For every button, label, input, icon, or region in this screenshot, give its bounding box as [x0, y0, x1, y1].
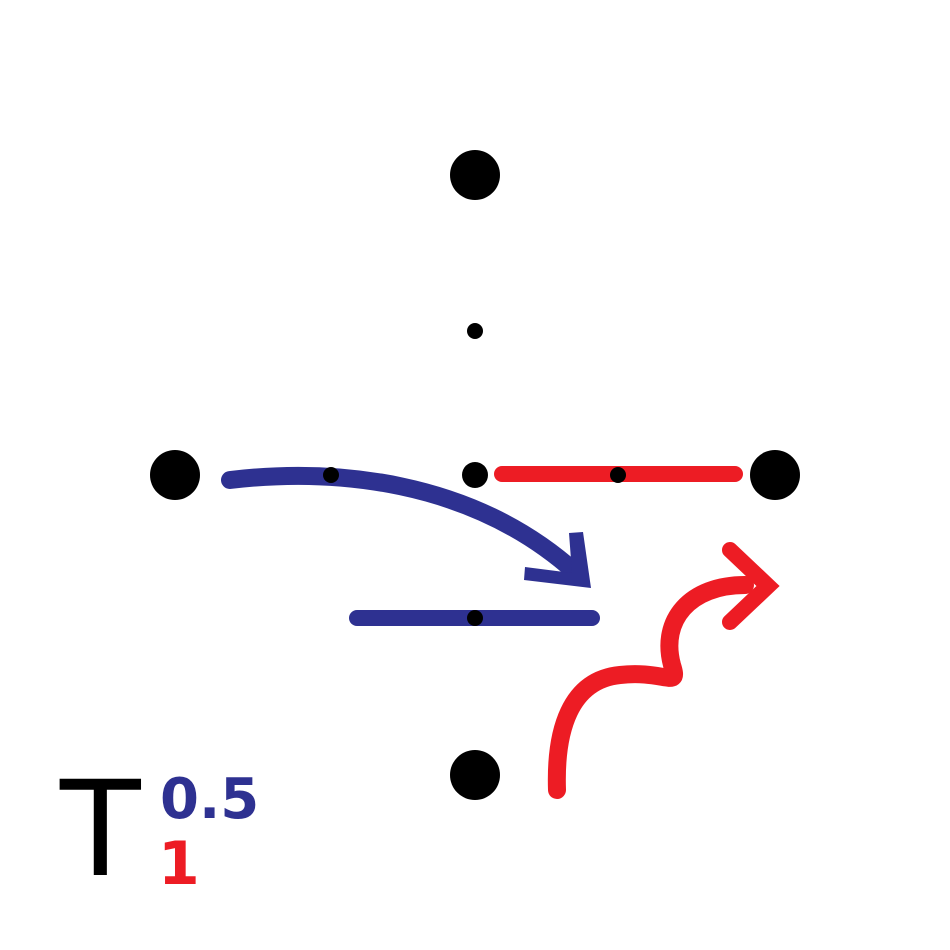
dot-right-mid	[610, 467, 626, 483]
curved-arrow-icon	[221, 466, 591, 588]
wavy-arrow-icon	[547, 542, 780, 799]
label-superscript: 0.5	[160, 767, 259, 832]
dot-bottom-mid	[467, 610, 483, 626]
dot-center-top	[467, 323, 483, 339]
operator-label: T 0.5 1	[59, 753, 259, 907]
dot-center	[462, 462, 488, 488]
lattice-point-bottom	[450, 750, 500, 800]
blue-arrow-shaft	[221, 466, 584, 581]
label-subscript: 1	[158, 829, 200, 899]
lattice-point-top	[450, 150, 500, 200]
label-symbol: T	[59, 753, 142, 907]
lattice-point-left	[150, 450, 200, 500]
blue-arrow-head	[524, 532, 591, 588]
red-arrow-shaft	[547, 576, 754, 799]
red-arrow-head	[722, 542, 780, 630]
dot-left-mid	[323, 467, 339, 483]
small-dots	[323, 323, 626, 626]
lattice-points	[150, 150, 800, 800]
lattice-point-right	[750, 450, 800, 500]
